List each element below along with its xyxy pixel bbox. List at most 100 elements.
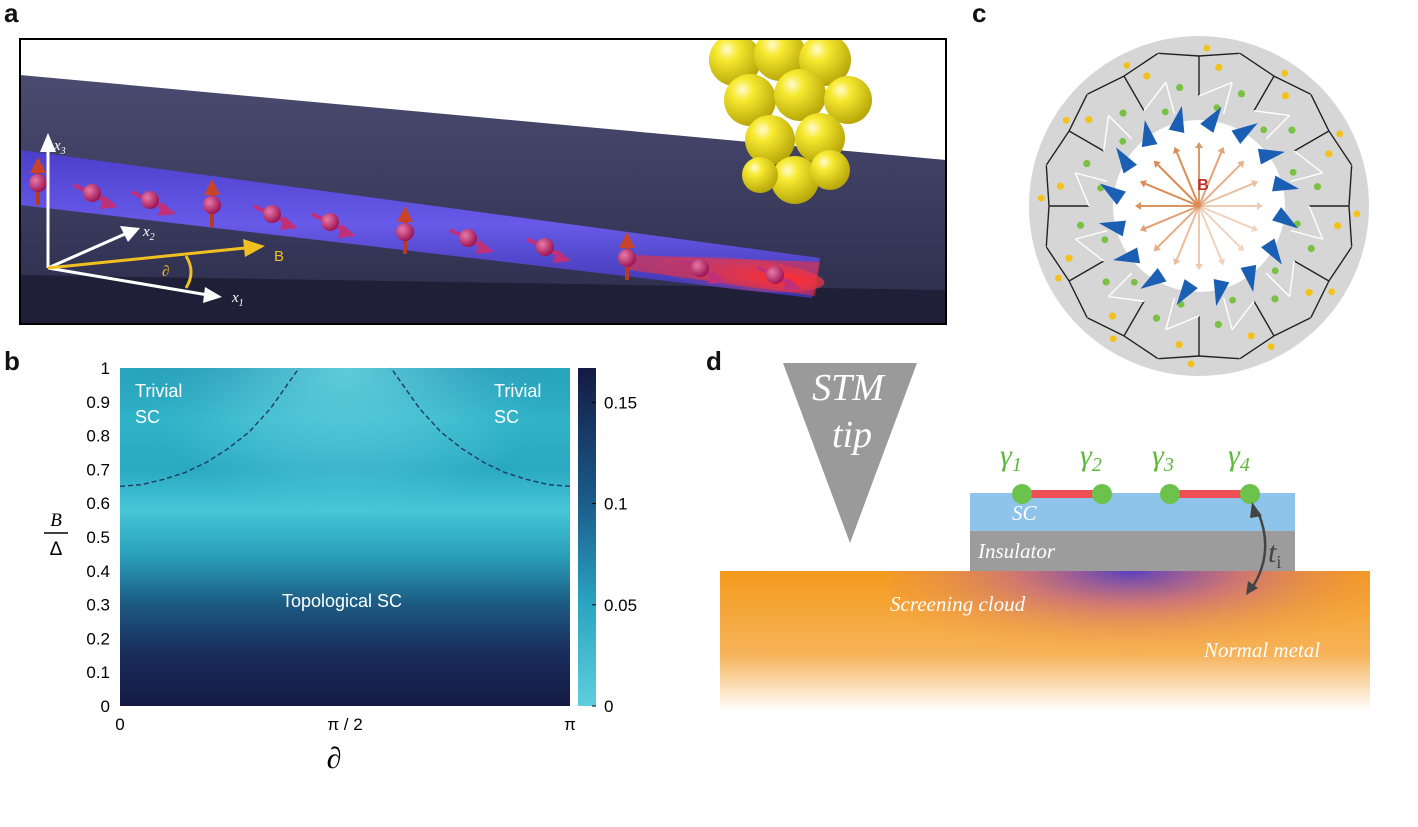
- x-tick-label: 0: [115, 715, 124, 734]
- spin-3: [131, 190, 176, 216]
- spin-4: [203, 179, 221, 227]
- y-axis-ticks: 00.10.20.30.40.50.60.70.80.91: [86, 359, 110, 716]
- y-axis-label-numerator: B: [50, 510, 62, 531]
- spin-12: [756, 265, 801, 291]
- region-label-trivial-right: Trivial: [494, 381, 541, 401]
- field-arrows: [1135, 142, 1263, 270]
- majorana-label-2: γ2: [1080, 439, 1102, 476]
- normal-metal-label: Normal metal: [1203, 638, 1320, 662]
- y-tick-label: 0.3: [86, 596, 110, 615]
- majorana-dot-2: [1092, 484, 1112, 504]
- spin-cone: [1113, 247, 1141, 264]
- y-tick-label: 0.2: [86, 629, 110, 648]
- colorbar-tick-label: 0.1: [604, 495, 628, 514]
- y-tick-label: 0.4: [86, 562, 110, 581]
- spin-cone: [1240, 264, 1257, 292]
- y-tick-label: 0.5: [86, 528, 110, 547]
- stm-label-line1: STM: [812, 367, 886, 409]
- panel-label-b: b: [4, 346, 20, 376]
- spin-cone: [1099, 183, 1126, 205]
- x-axis-ticks: 0 π / 2 π: [115, 715, 576, 734]
- angle-label: ∂: [162, 264, 169, 280]
- spin-1: [29, 157, 47, 205]
- tunneling-label: ti: [1268, 536, 1281, 572]
- x-tick-label: π: [564, 715, 576, 734]
- x2-axis-label: x2: [142, 224, 155, 243]
- lattice-network: [1037, 44, 1361, 368]
- spin-cones: [1098, 105, 1300, 307]
- spin-6: [311, 212, 356, 238]
- spin-cone: [1213, 279, 1230, 307]
- spin-cone: [1261, 238, 1282, 265]
- spin-cone: [1168, 105, 1185, 133]
- y-tick-label: 0.1: [86, 663, 110, 682]
- colorbar-tick-label: 0.15: [604, 393, 637, 412]
- spin-cone: [1272, 207, 1299, 229]
- majorana-label-4: γ4: [1228, 439, 1250, 476]
- y-tick-label: 0.7: [86, 460, 110, 479]
- y-tick-label: 0.6: [86, 494, 110, 513]
- spin-cone: [1231, 123, 1258, 144]
- phase-boundary-left: [119, 367, 300, 487]
- screening-cloud-label: Screening cloud: [890, 592, 1026, 616]
- spin-cone: [1098, 220, 1126, 237]
- panel-label-a: a: [4, 0, 19, 28]
- majorana-dot-4: [1240, 484, 1260, 504]
- spin-9: [526, 237, 571, 263]
- colorbar-tick-label: 0: [604, 697, 613, 716]
- field-label-b: B: [274, 248, 284, 265]
- spin-cone: [1200, 106, 1222, 133]
- colorbar-ticks: 0 0.05 0.1 0.15: [592, 393, 637, 716]
- colorbar-tick-label: 0.05: [604, 596, 637, 615]
- field-label-b-c: B: [1197, 177, 1209, 194]
- spin-cone: [1141, 120, 1158, 148]
- spin-cone: [1272, 175, 1300, 192]
- stm-label-line2: tip: [832, 414, 872, 456]
- stm-tip-icon: [783, 363, 917, 543]
- region-label-trivial-left: Trivial: [135, 381, 182, 401]
- coordinate-axes: [40, 133, 222, 303]
- x-axis-label: ∂: [327, 742, 342, 775]
- spin-cone: [1116, 147, 1137, 174]
- spin-8: [449, 228, 494, 254]
- insulator-layer: [970, 531, 1295, 571]
- panel-label-c: c: [972, 0, 987, 28]
- spin-7: [396, 206, 414, 254]
- phase-boundary-right: [390, 367, 571, 487]
- screening-cloud: [890, 571, 1370, 711]
- spin-chain: [29, 157, 801, 291]
- region-label-sc-left: SC: [135, 407, 160, 427]
- spin-cone: [1176, 279, 1198, 306]
- majorana-label-3: γ3: [1152, 439, 1174, 476]
- x1-axis-label: x1: [231, 290, 244, 309]
- majorana-label-1: γ1: [1000, 439, 1022, 476]
- x3-axis-label: x3: [53, 138, 66, 157]
- field-arrow: [47, 239, 265, 289]
- y-axis-label-denominator: Δ: [50, 539, 63, 560]
- majorana-dot-3: [1160, 484, 1180, 504]
- spin-10: [618, 232, 636, 280]
- heatmap-plot-area: [119, 367, 571, 706]
- spin-cone: [1140, 268, 1167, 289]
- colorbar: [578, 368, 596, 706]
- gold-tip-icon: [709, 39, 872, 204]
- majorana-dot-1: [1012, 484, 1032, 504]
- spin-5: [253, 204, 298, 230]
- x-tick-label: π / 2: [327, 715, 362, 734]
- tunneling-arrow-icon: [1246, 502, 1267, 595]
- y-tick-label: 1: [101, 359, 110, 378]
- spin-2: [73, 183, 118, 209]
- region-label-sc-right: SC: [494, 407, 519, 427]
- panel-label-d: d: [706, 346, 722, 376]
- spin-cone: [1257, 148, 1285, 165]
- y-tick-label: 0: [101, 697, 110, 716]
- sc-label: SC: [1012, 501, 1038, 525]
- spin-11: [681, 258, 726, 284]
- region-label-topological: Topological SC: [282, 591, 402, 611]
- y-tick-label: 0.8: [86, 427, 110, 446]
- insulator-label: Insulator: [977, 539, 1056, 563]
